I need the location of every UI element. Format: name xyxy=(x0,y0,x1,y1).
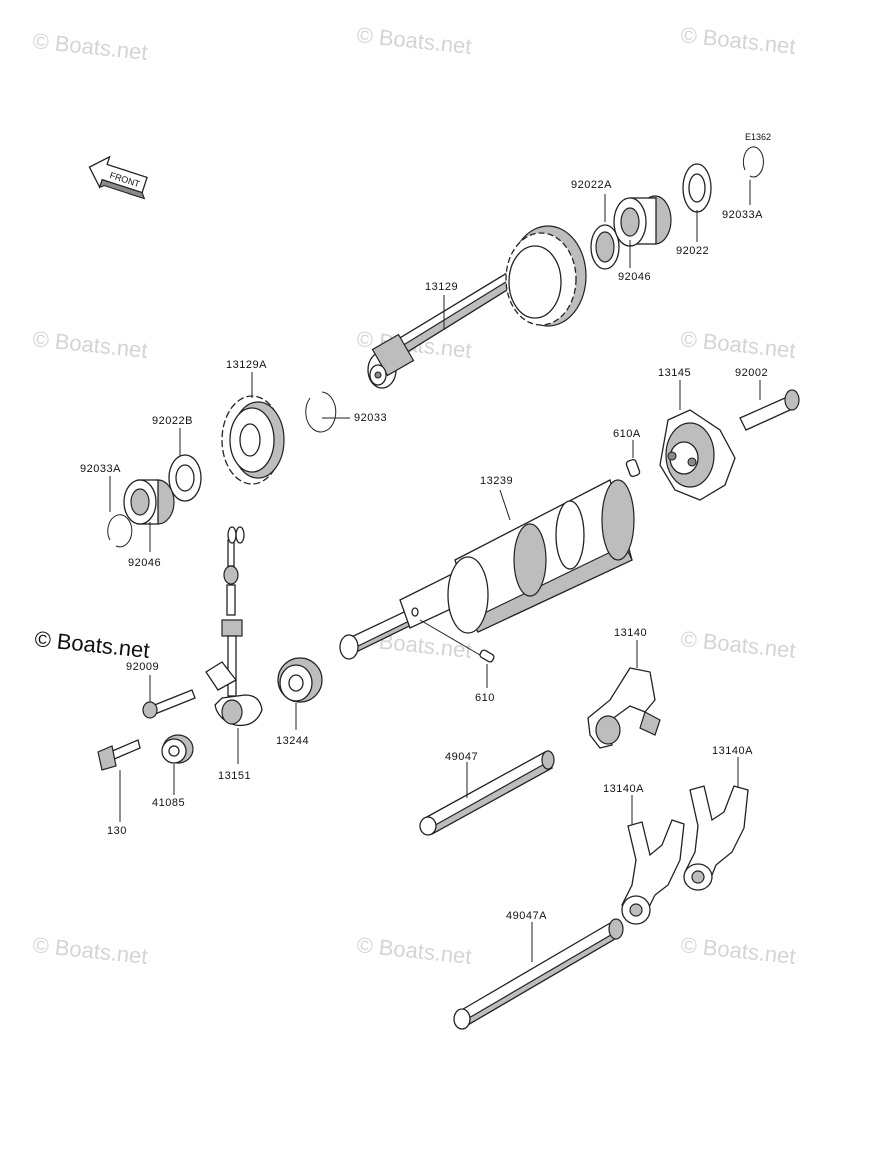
screw-92009 xyxy=(142,689,196,719)
part-label-92022A[interactable]: 92022A xyxy=(571,179,612,191)
part-label-92022[interactable]: 92022 xyxy=(676,245,709,257)
figure-code: E1362 xyxy=(745,132,771,142)
part-label-92009[interactable]: 92009 xyxy=(126,661,159,673)
part-label-610[interactable]: 610 xyxy=(475,692,495,704)
shift-rod-49047A xyxy=(453,918,624,1030)
part-label-130[interactable]: 130 xyxy=(107,825,127,837)
circlip-92033A-top xyxy=(742,146,764,178)
pin-610A xyxy=(625,458,641,478)
part-label-92022B[interactable]: 92022B xyxy=(152,415,193,427)
part-label-13129A[interactable]: 13129A xyxy=(226,359,267,371)
part-label-92046-top[interactable]: 92046 xyxy=(618,271,651,283)
part-label-92033A-left[interactable]: 92033A xyxy=(80,463,121,475)
shift-fork-13140A-a xyxy=(621,819,685,925)
collar-13244 xyxy=(277,657,323,703)
drum-cam-13145 xyxy=(659,409,736,501)
part-label-41085[interactable]: 41085 xyxy=(152,797,185,809)
part-label-13140[interactable]: 13140 xyxy=(614,627,647,639)
shift-fork-13140A-b xyxy=(683,785,749,891)
part-label-13244[interactable]: 13244 xyxy=(276,735,309,747)
washer-92022 xyxy=(682,163,712,213)
leader-lines xyxy=(109,180,761,962)
bearing-92046-left xyxy=(123,479,175,525)
part-label-49047[interactable]: 49047 xyxy=(445,751,478,763)
gear-13129A xyxy=(221,395,285,485)
shift-drum-13239 xyxy=(339,479,635,660)
watermark: © Boats.net xyxy=(355,932,472,969)
part-label-92046-left[interactable]: 92046 xyxy=(128,557,161,569)
watermark: © Boats.net xyxy=(679,22,796,59)
watermark: © Boats.net xyxy=(679,626,796,663)
part-label-13140A-b[interactable]: 13140A xyxy=(712,745,753,757)
watermark: © Boats.net xyxy=(31,326,148,363)
part-label-610A[interactable]: 610A xyxy=(613,428,641,440)
bolt-92002 xyxy=(739,389,800,431)
part-label-13145[interactable]: 13145 xyxy=(658,367,691,379)
part-label-13140A-a[interactable]: 13140A xyxy=(603,783,644,795)
part-label-92002[interactable]: 92002 xyxy=(735,367,768,379)
gear-13129 xyxy=(505,225,587,327)
part-labels: 13129 13129A 92022A 92022 92033A 92046 9… xyxy=(80,179,768,922)
part-label-92033[interactable]: 92033 xyxy=(354,412,387,424)
shift-fork-13140 xyxy=(587,667,661,749)
washer-92022A xyxy=(590,224,620,270)
bushing-41085 xyxy=(161,734,194,764)
watermark: © Boats.net xyxy=(679,932,796,969)
copyright-text: © Boats.net xyxy=(33,626,150,663)
part-label-13239[interactable]: 13239 xyxy=(480,475,513,487)
circlip-92033 xyxy=(305,391,337,433)
shift-shaft-13151 xyxy=(205,526,263,727)
part-label-49047A[interactable]: 49047A xyxy=(506,910,547,922)
watermark: © Boats.net xyxy=(31,28,148,65)
pin-610 xyxy=(479,649,495,663)
shift-rod-49047 xyxy=(419,750,555,836)
watermark: © Boats.net xyxy=(31,932,148,969)
washer-92022B xyxy=(168,454,202,502)
bearing-92046-top xyxy=(613,195,672,247)
part-label-13151[interactable]: 13151 xyxy=(218,770,251,782)
part-label-13129[interactable]: 13129 xyxy=(425,281,458,293)
circlip-92033A-left xyxy=(107,514,133,548)
watermark: © Boats.net xyxy=(355,22,472,59)
bolt-130 xyxy=(97,739,141,771)
front-arrow-icon: FRONT xyxy=(88,155,148,200)
watermark: © Boats.net xyxy=(679,326,796,363)
part-label-92033A-top[interactable]: 92033A xyxy=(722,209,763,221)
